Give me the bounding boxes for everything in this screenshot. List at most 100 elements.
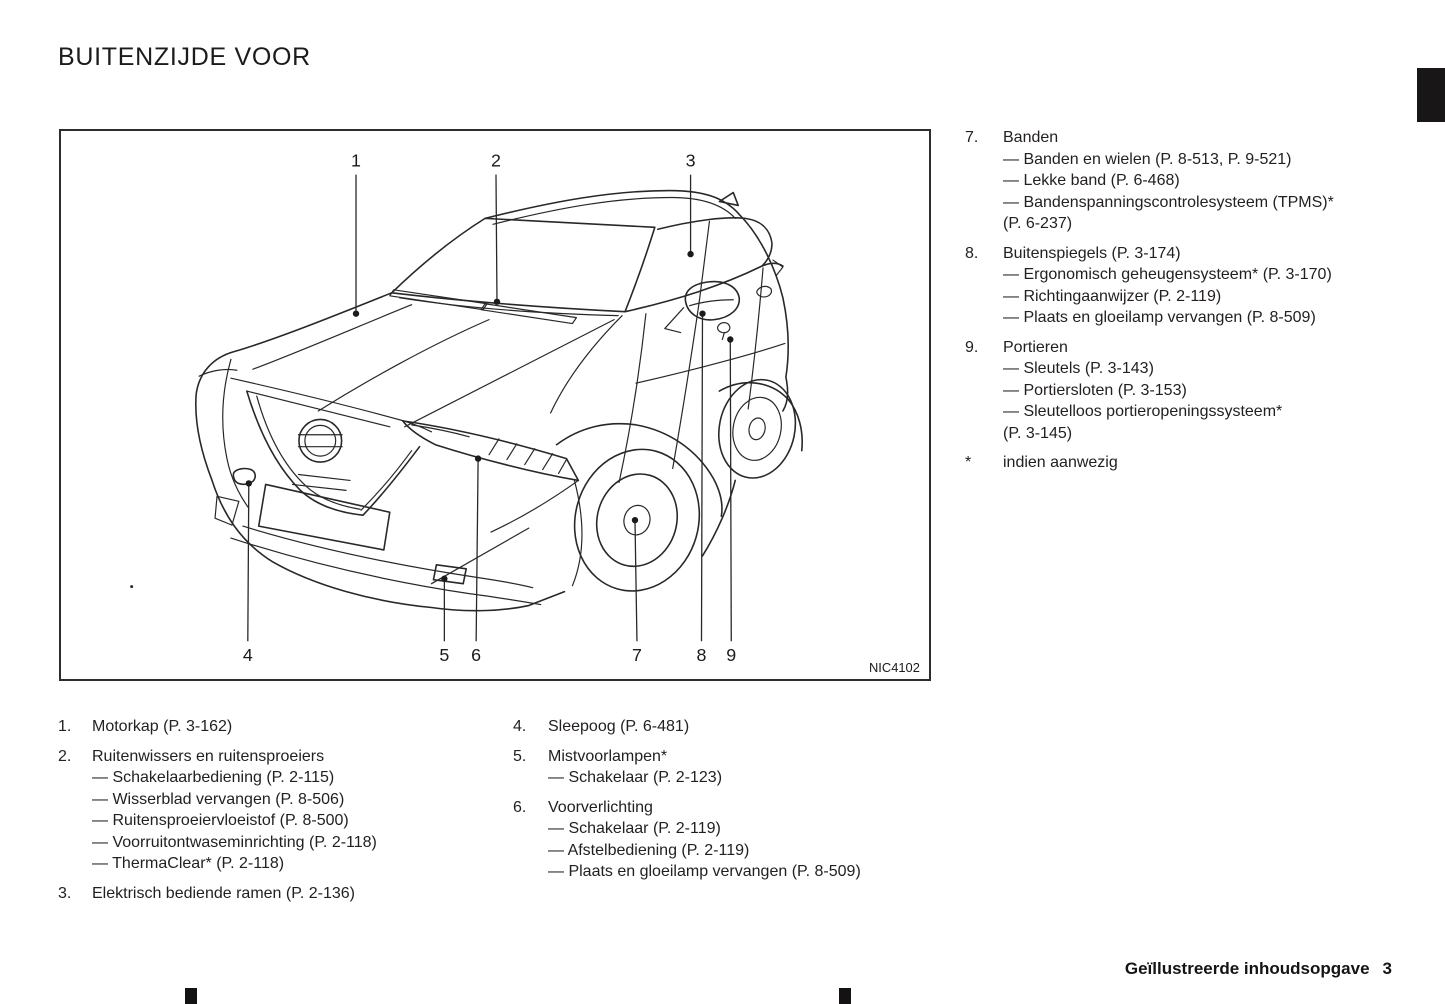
headlight <box>401 420 580 482</box>
legend-sub-line: — Sleutelloos portieropeningssysteem* <box>1003 403 1283 420</box>
car-line-art <box>130 189 803 612</box>
side-glass-group <box>618 217 786 484</box>
beltline <box>624 262 784 313</box>
front-tire <box>573 448 701 592</box>
tow-hook-cover <box>232 467 256 486</box>
legend-item-title: Banden <box>1003 129 1059 146</box>
wheels-group <box>555 378 797 592</box>
hood-crease-2 <box>317 319 490 412</box>
legend-item-title: Sleepoog (P. 6-481) <box>548 718 690 735</box>
callout-number-3: 3 <box>686 151 696 171</box>
legend-item-title: Portieren <box>1003 338 1068 356</box>
legend-sub-line: — Schakelaar (P. 2-123) <box>548 769 723 786</box>
legend-item-body: Portieren — Sleutels (P. 3-143) — Portiers… <box>1003 337 1282 445</box>
footnote-asterisk: * <box>965 454 972 471</box>
door-seam-rear <box>672 299 701 470</box>
rear-hub <box>748 417 766 441</box>
callout-leader-8 <box>700 313 704 642</box>
legend-item-body: Mistvoorlampen* — Schakelaar (P. 2-123) <box>548 746 722 789</box>
car-body-outline <box>195 189 803 612</box>
legend-sub-line: — Ruitensproeiervloeistof (P. 8-500) <box>92 812 349 829</box>
callout-dot-7 <box>631 516 639 524</box>
legend-item-number: 5. <box>513 747 527 765</box>
grille-top-edge <box>246 390 391 428</box>
plate-recess <box>257 483 391 551</box>
roof-inner-line <box>492 196 736 225</box>
footer-page-number: 3 <box>1382 959 1392 978</box>
callout-number-6: 6 <box>471 645 481 665</box>
legend-item-title: Mistvoorlampen* <box>548 747 668 765</box>
stray-print-dot <box>130 585 134 589</box>
legend-item: 6.Voorverlichting— Schakelaar (P. 2-119)… <box>513 797 953 883</box>
mirror-base <box>664 307 685 334</box>
nissan-badge-inner <box>304 424 337 457</box>
footnote-text: indien aanwezig <box>1003 454 1118 471</box>
front-wheel-arch <box>555 422 723 517</box>
legend-item: 2.Ruitenwissers en ruitensproeiers— Scha… <box>58 746 503 875</box>
fender-seam <box>549 315 623 414</box>
fuel-flap-notch <box>772 259 784 277</box>
hood-lip <box>230 377 433 433</box>
shoulder-crease <box>635 342 786 384</box>
nissan-badge-bars <box>297 434 343 448</box>
legend-sub-line: (P. 6-237) <box>1003 215 1073 232</box>
rear-rim <box>732 396 782 461</box>
headlight-inner-line <box>411 424 470 438</box>
legend-footnote: * indien aanwezig <box>965 452 1410 474</box>
far-headlight-edge <box>198 368 238 377</box>
legend-item-body: Sleepoog (P. 6-481) <box>548 716 689 738</box>
bumper-diagonal <box>430 527 530 585</box>
callout-dot-9 <box>727 336 734 343</box>
legend-item-body: Ruitenwissers en ruitensproeiers — Schake… <box>92 746 377 875</box>
rear-door-seam <box>747 267 764 410</box>
grille-left-inner <box>256 395 361 510</box>
section-index-tab <box>1417 68 1445 122</box>
windshield-group <box>389 217 656 325</box>
legend-sub-line: — Sleutels (P. 3-143) <box>1003 360 1154 377</box>
side-window-top <box>657 217 773 267</box>
legend-sub-line: — Plaats en gloeilamp vervangen (P. 8-50… <box>548 863 861 880</box>
rocker-line <box>701 479 737 557</box>
grille-right-arm <box>362 445 421 516</box>
b-pillar <box>698 220 711 301</box>
legend-item: 4.Sleepoog (P. 6-481) <box>513 716 953 738</box>
front-silhouette <box>195 292 566 612</box>
figure-code: NIC4102 <box>869 660 920 675</box>
callout-dot-4 <box>245 480 252 487</box>
legend-sub-line: — Afstelbediening (P. 2-119) <box>548 841 750 859</box>
legend-item-body: Buitenspiegels (P. 3-174)— Ergonomisch g… <box>1003 243 1332 329</box>
legend-item-title: Ruitenwissers en ruitensproeiers <box>92 747 325 765</box>
grille-right-inner <box>360 450 413 511</box>
legend-column-middle: 4.Sleepoog (P. 6-481) 5. Mistvoorlampen* — … <box>513 716 953 883</box>
callout-number-2: 2 <box>491 151 501 171</box>
callout-leader-6 <box>475 458 479 642</box>
nissan-badge-outer <box>298 418 343 463</box>
legend-sub-line: — ThermaClear* (P. 2-118) <box>92 855 285 872</box>
front-sensor <box>432 564 468 585</box>
callout-leader-2 <box>495 174 498 302</box>
legend-item-title: Voorverlichting <box>548 798 653 816</box>
hood-crease-3 <box>404 319 615 428</box>
door-seam-front <box>618 313 647 484</box>
windshield <box>390 217 656 313</box>
legend-item: 9.Portieren— Sleutels (P. 3-143)— Portie… <box>965 337 1410 445</box>
legend-sub-line: — Schakelaarbediening (P. 2-115) <box>92 769 335 786</box>
callout-dot-8 <box>699 310 706 317</box>
legend-item-title: Elektrisch bediende ramen (P. 2-136) <box>92 884 355 902</box>
legend-item-number: 1. <box>58 718 72 735</box>
bumper-right-edge <box>571 479 583 587</box>
page-footer: Geïllustreerde inhoudsopgave 3 <box>1125 959 1392 979</box>
mirror-glass-line <box>688 299 734 307</box>
nose-panel-line <box>222 358 250 509</box>
legend-sub-line: — Schakelaar (P. 2-119) <box>548 820 721 837</box>
legend-column-right: 7.Banden— Banden en wielen (P. 8-513, P.… <box>965 127 1410 474</box>
wiper-blade-right <box>480 303 578 325</box>
bumper-under-headlight <box>490 479 579 533</box>
roof-line <box>484 189 741 220</box>
legend-item-body: Elektrisch bediende ramen (P. 2-136) <box>92 883 355 905</box>
legend-item: 1.Motorkap (P. 3-162) <box>58 716 503 738</box>
legend-sub-line: — Portiersloten (P. 3-153) <box>1003 381 1187 399</box>
legend-sub-line: — Plaats en gloeilamp vervangen (P. 8-50… <box>1003 309 1316 326</box>
